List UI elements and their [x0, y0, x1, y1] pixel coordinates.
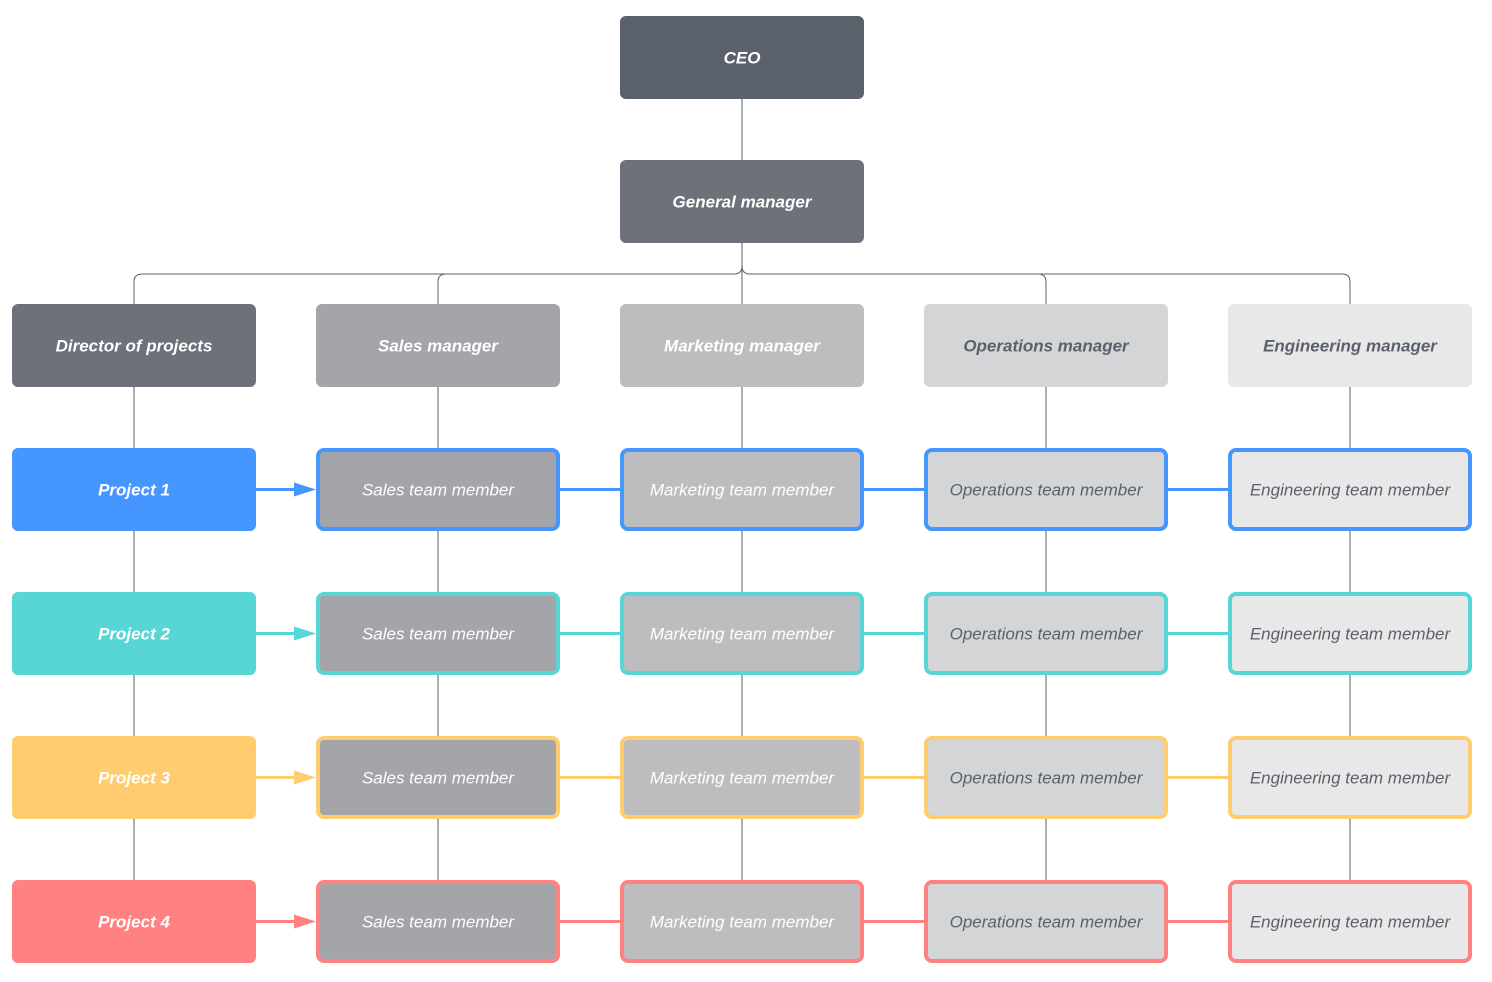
marketing-team-member-node[interactable]: Marketing team member [620, 592, 864, 675]
operations-team-member-node-box [924, 592, 1168, 675]
engineering-team-member-node-box [1228, 880, 1472, 963]
sales-team-member-node-box [316, 880, 560, 963]
project-2-node-label: Project 2 [98, 625, 170, 644]
sales-team-member-node-box [316, 592, 560, 675]
project-2-node-box [12, 592, 256, 675]
project-4-node-box [12, 880, 256, 963]
project-3-node-label: Project 3 [98, 769, 170, 788]
sales-manager-node[interactable]: Sales manager [316, 304, 560, 387]
ceo-node[interactable]: CEO [620, 16, 864, 99]
project-3-node[interactable]: Project 3 [12, 736, 256, 819]
engineering-team-member-node-box [1228, 592, 1472, 675]
engineering-team-member-node[interactable]: Engineering team member [1228, 448, 1472, 531]
marketing-team-member-node-label: Marketing team member [650, 769, 836, 788]
arrowhead-icon [294, 914, 316, 929]
sales-manager-node-box [316, 304, 560, 387]
general-manager-node-box [620, 160, 864, 243]
sales-team-member-node-box [316, 736, 560, 819]
project-1-node[interactable]: Project 1 [12, 448, 256, 531]
sales-team-member-node-label: Sales team member [362, 481, 515, 500]
operations-team-member-node-box [924, 880, 1168, 963]
project-4-node-label: Project 4 [98, 913, 170, 932]
general-manager-node[interactable]: General manager [620, 160, 864, 243]
sales-team-member-node-label: Sales team member [362, 769, 515, 788]
project-row-connector [256, 914, 1228, 929]
marketing-team-member-node-label: Marketing team member [650, 625, 836, 644]
engineering-team-member-node-box [1228, 736, 1472, 819]
marketing-team-member-node[interactable]: Marketing team member [620, 880, 864, 963]
engineering-team-member-node-label: Engineering team member [1250, 625, 1452, 644]
operations-team-member-node-label: Operations team member [950, 625, 1144, 644]
engineering-team-member-node-box [1228, 448, 1472, 531]
operations-team-member-node[interactable]: Operations team member [924, 592, 1168, 675]
engineering-team-member-node-label: Engineering team member [1250, 769, 1452, 788]
project-2-node[interactable]: Project 2 [12, 592, 256, 675]
director-of-projects-node-label: Director of projects [56, 337, 213, 356]
project-row-connector [256, 626, 1228, 641]
engineering-team-member-node[interactable]: Engineering team member [1228, 880, 1472, 963]
arrowhead-icon [294, 482, 316, 497]
general-manager-node-label: General manager [673, 193, 813, 212]
project-1-node-label: Project 1 [98, 481, 170, 500]
engineering-team-member-node-label: Engineering team member [1250, 481, 1452, 500]
arrowhead-icon [294, 626, 316, 641]
operations-team-member-node-box [924, 448, 1168, 531]
project-row-connector [256, 770, 1228, 785]
engineering-manager-node[interactable]: Engineering manager [1228, 304, 1472, 387]
marketing-manager-node-box [620, 304, 864, 387]
operations-manager-node-box [924, 304, 1168, 387]
engineering-team-member-node-label: Engineering team member [1250, 913, 1452, 932]
marketing-team-member-node-label: Marketing team member [650, 481, 836, 500]
marketing-team-member-node-box [620, 448, 864, 531]
sales-team-member-node[interactable]: Sales team member [316, 592, 560, 675]
marketing-team-member-node-box [620, 736, 864, 819]
director-of-projects-node-box [12, 304, 256, 387]
operations-team-member-node-label: Operations team member [950, 913, 1144, 932]
sales-team-member-node-box [316, 448, 560, 531]
engineering-manager-node-label: Engineering manager [1263, 337, 1438, 356]
operations-team-member-node-box [924, 736, 1168, 819]
gm-to-departments-connector [133, 243, 1351, 304]
operations-team-member-node[interactable]: Operations team member [924, 736, 1168, 819]
marketing-team-member-node-box [620, 880, 864, 963]
engineering-team-member-node[interactable]: Engineering team member [1228, 736, 1472, 819]
marketing-team-member-node[interactable]: Marketing team member [620, 736, 864, 819]
ceo-node-label: CEO [724, 49, 761, 68]
operations-manager-node[interactable]: Operations manager [924, 304, 1168, 387]
operations-team-member-node-label: Operations team member [950, 769, 1144, 788]
ceo-node-box [620, 16, 864, 99]
sales-manager-node-label: Sales manager [378, 337, 499, 356]
operations-team-member-node[interactable]: Operations team member [924, 880, 1168, 963]
project-1-node-box [12, 448, 256, 531]
sales-team-member-node-label: Sales team member [362, 625, 515, 644]
sales-team-member-node[interactable]: Sales team member [316, 448, 560, 531]
sales-team-member-node[interactable]: Sales team member [316, 736, 560, 819]
project-row-connector [256, 482, 1228, 497]
sales-team-member-node[interactable]: Sales team member [316, 880, 560, 963]
marketing-manager-node-label: Marketing manager [664, 337, 821, 356]
project-3-node-box [12, 736, 256, 819]
sales-team-member-node-label: Sales team member [362, 913, 515, 932]
marketing-team-member-node-label: Marketing team member [650, 913, 836, 932]
marketing-team-member-node-box [620, 592, 864, 675]
project-4-node[interactable]: Project 4 [12, 880, 256, 963]
marketing-team-member-node[interactable]: Marketing team member [620, 448, 864, 531]
marketing-manager-node[interactable]: Marketing manager [620, 304, 864, 387]
operations-manager-node-label: Operations manager [963, 337, 1130, 356]
engineering-manager-node-box [1228, 304, 1472, 387]
director-of-projects-node[interactable]: Director of projects [12, 304, 256, 387]
engineering-team-member-node[interactable]: Engineering team member [1228, 592, 1472, 675]
arrowhead-icon [294, 770, 316, 785]
operations-team-member-node-label: Operations team member [950, 481, 1144, 500]
operations-team-member-node[interactable]: Operations team member [924, 448, 1168, 531]
